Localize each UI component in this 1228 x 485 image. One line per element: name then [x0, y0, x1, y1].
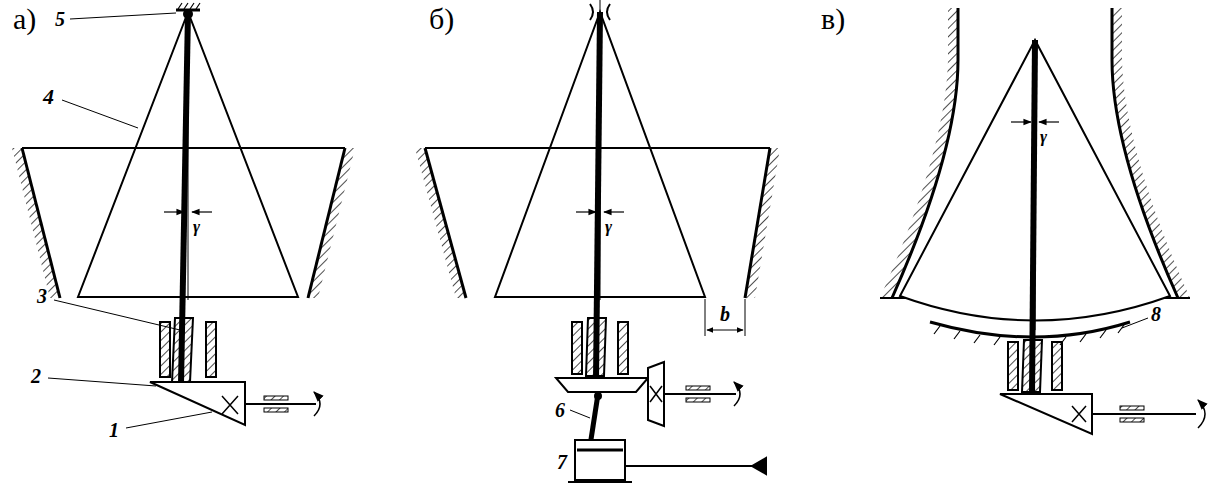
bowl-wall	[12, 148, 60, 298]
bushing-housing	[618, 322, 628, 374]
bowl-wall-edge	[745, 148, 770, 298]
dimension-label: b	[719, 304, 731, 324]
angle-symbol: γ	[1039, 128, 1048, 145]
bushing-housing	[206, 322, 216, 377]
callout-number: 6	[554, 400, 566, 420]
hydraulic-line	[625, 465, 752, 467]
eccentric-sleeve	[1022, 340, 1042, 392]
panel-letter: б)	[428, 4, 455, 34]
spherical-support	[930, 322, 1130, 337]
bearing	[264, 408, 288, 412]
callout-number: 5	[54, 9, 66, 29]
scheme-a	[12, 3, 355, 428]
bevel-gear	[556, 378, 648, 392]
bearing	[1120, 406, 1144, 410]
bevel-gear	[648, 362, 664, 426]
drive-shaft	[1092, 413, 1196, 415]
leader-line	[62, 100, 138, 128]
angle-arrow	[604, 211, 624, 212]
leader-line	[48, 378, 156, 386]
callout-number: 2	[30, 366, 42, 386]
dimension-line	[707, 330, 743, 331]
leader-line	[70, 13, 176, 19]
bushing-housing	[160, 322, 170, 377]
suspension-ball	[184, 10, 192, 18]
gear-mark	[222, 396, 238, 414]
pressure-source	[752, 458, 766, 474]
leader-line	[54, 300, 180, 330]
cylinder-base	[568, 481, 632, 483]
bowl-wall	[308, 148, 355, 298]
bearing	[686, 398, 710, 402]
eccentric-sleeve	[586, 318, 606, 376]
crank-pin	[595, 393, 601, 399]
callout-number: 8	[1150, 304, 1162, 324]
bowl-wall	[745, 148, 780, 298]
bearing	[264, 396, 288, 400]
scheme-c	[880, 8, 1205, 434]
rotation-arrow	[314, 392, 320, 416]
rotation-arrow	[734, 382, 740, 406]
bowl-wall	[415, 148, 466, 298]
bevel-gear	[1000, 394, 1092, 434]
angle-arrow	[576, 211, 596, 212]
bearing	[686, 386, 710, 390]
gear-mark	[1072, 406, 1086, 422]
suspension-hatch	[178, 3, 200, 9]
callout-number: 1	[108, 420, 120, 440]
bushing-housing	[1052, 342, 1062, 390]
angle-arrow	[1011, 121, 1031, 122]
drive-shaft	[245, 403, 316, 405]
eccentric-sleeve	[172, 318, 193, 382]
suspension-symbol	[590, 4, 610, 20]
bushing-housing	[1008, 342, 1018, 390]
callout-number: 3	[36, 286, 48, 306]
bushing-housing	[572, 322, 582, 374]
angle-arrow	[192, 211, 212, 212]
callout-number: 7	[556, 452, 568, 472]
dimension-extension	[705, 299, 706, 336]
scheme-b	[415, 0, 780, 482]
hydraulic-cylinder	[575, 440, 625, 480]
bowl-wall-edge	[22, 148, 60, 298]
bowl-wall-edge	[425, 148, 466, 298]
gear-mark	[650, 386, 662, 402]
angle-symbol: γ	[604, 218, 613, 235]
bevel-gear	[150, 382, 245, 425]
piston	[577, 449, 623, 452]
angle-arrow	[1039, 121, 1059, 122]
bowl-wall-edge	[308, 148, 345, 298]
rotation-arrow	[1198, 400, 1205, 428]
callout-number: 4	[42, 86, 55, 108]
leader-line	[1122, 318, 1148, 328]
panel-letter: в)	[820, 4, 846, 34]
angle-symbol: γ	[192, 218, 201, 235]
leader-line	[570, 410, 590, 418]
dimension-extension	[745, 299, 746, 336]
crank-link	[590, 394, 598, 446]
angle-arrow	[164, 211, 184, 212]
drive-shaft	[664, 393, 736, 395]
leader-line	[126, 412, 212, 428]
panel-letter: а)	[12, 4, 37, 34]
bearing	[1120, 418, 1144, 422]
